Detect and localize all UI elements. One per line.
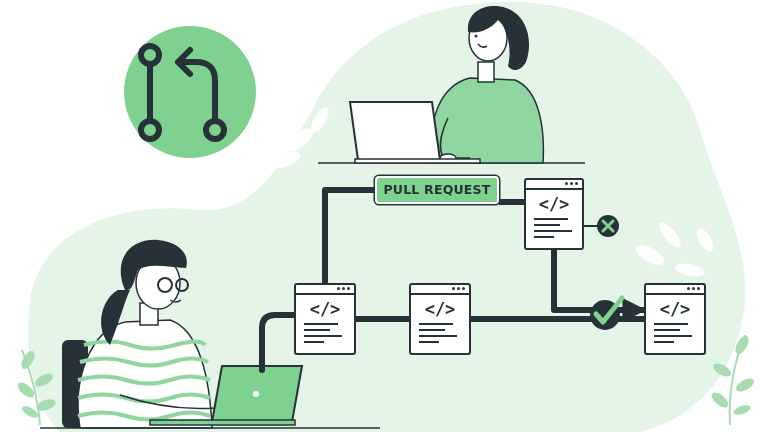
document-line — [534, 218, 568, 220]
document-header — [296, 285, 354, 295]
header-dot — [347, 287, 350, 290]
code-symbol: </> — [310, 300, 341, 319]
background-blob — [28, 2, 745, 432]
branch-connector — [356, 316, 409, 322]
pull-request-icon — [124, 26, 256, 158]
header-dot — [462, 287, 465, 290]
header-dot — [570, 182, 573, 185]
header-dot — [452, 287, 455, 290]
top-woman — [430, 6, 544, 163]
header-dot — [337, 287, 340, 290]
document-line — [304, 323, 338, 325]
branch-connector — [325, 190, 375, 283]
document-header — [526, 180, 582, 190]
merge-check-marker — [590, 298, 622, 330]
document-line — [304, 335, 342, 337]
document-line — [654, 341, 674, 343]
plant-right — [709, 334, 756, 425]
top-laptop — [350, 102, 480, 163]
code-document: </> — [294, 283, 356, 355]
document-line — [419, 341, 439, 343]
document-line — [304, 329, 330, 331]
code-symbol: </> — [660, 300, 691, 319]
document-header — [411, 285, 469, 295]
document-line — [534, 224, 560, 226]
header-dot — [687, 287, 690, 290]
code-document: </> — [524, 178, 584, 250]
document-line — [304, 341, 324, 343]
header-dot — [692, 287, 695, 290]
plant-left — [15, 349, 57, 425]
code-document: </> — [644, 283, 706, 355]
header-dot — [697, 287, 700, 290]
header-dot — [575, 182, 578, 185]
document-line — [654, 335, 692, 337]
badge-label: PULL REQUEST — [383, 183, 490, 197]
document-line — [534, 236, 554, 238]
bottom-laptop — [150, 366, 302, 425]
floor-line — [40, 427, 380, 429]
document-line — [419, 329, 445, 331]
pull-request-badge: PULL REQUEST — [375, 176, 499, 204]
rejected-marker — [584, 215, 619, 237]
document-line — [534, 230, 572, 232]
branch-start-line — [262, 315, 296, 370]
branch-connector — [554, 250, 644, 310]
document-line — [654, 323, 688, 325]
document-line — [419, 323, 453, 325]
code-document: </> — [409, 283, 471, 355]
code-symbol: </> — [539, 195, 570, 214]
header-dot — [565, 182, 568, 185]
document-line — [654, 329, 680, 331]
bottom-woman — [62, 240, 215, 428]
header-dot — [457, 287, 460, 290]
branch-connector — [499, 199, 524, 205]
code-symbol: </> — [425, 300, 456, 319]
document-line — [419, 335, 457, 337]
document-header — [646, 285, 704, 295]
header-dot — [342, 287, 345, 290]
